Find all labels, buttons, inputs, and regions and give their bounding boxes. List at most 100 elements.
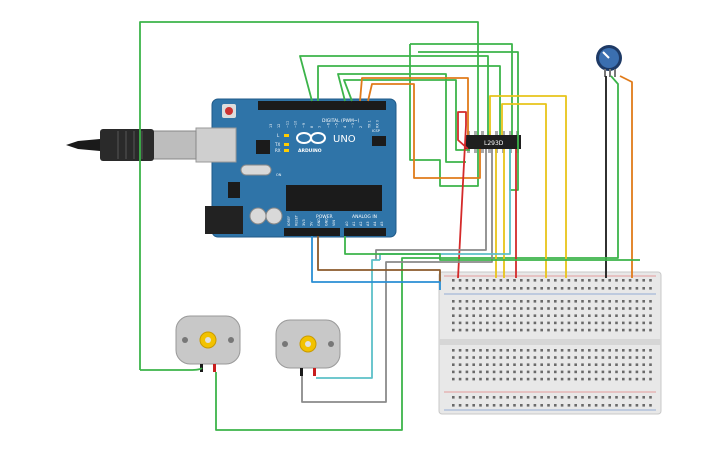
rail-hole[interactable] xyxy=(458,396,462,399)
terminal-hole[interactable] xyxy=(458,328,462,332)
terminal-hole[interactable] xyxy=(513,314,516,317)
terminal-hole[interactable] xyxy=(642,307,645,310)
breadboard-holes[interactable] xyxy=(452,279,652,407)
rail-hole[interactable] xyxy=(601,279,605,282)
terminal-hole[interactable] xyxy=(472,328,475,332)
terminal-hole[interactable] xyxy=(588,370,591,374)
terminal-hole[interactable] xyxy=(479,307,482,310)
terminal-hole[interactable] xyxy=(628,314,632,317)
wire-brown-gnd[interactable] xyxy=(317,236,441,282)
wire-red-vcc1[interactable] xyxy=(457,111,469,279)
terminal-hole[interactable] xyxy=(628,349,632,352)
wire-yellow-3[interactable] xyxy=(501,103,547,278)
terminal-hole[interactable] xyxy=(594,314,598,317)
terminal-hole[interactable] xyxy=(540,321,543,325)
terminal-hole[interactable] xyxy=(465,307,469,310)
terminal-hole[interactable] xyxy=(472,377,475,381)
terminal-hole[interactable] xyxy=(472,356,475,359)
rail-hole[interactable] xyxy=(560,279,564,282)
breadboard[interactable] xyxy=(438,271,662,415)
wire-green-main[interactable] xyxy=(139,21,479,370)
terminal-hole[interactable] xyxy=(465,328,469,332)
terminal-hole[interactable] xyxy=(479,363,482,366)
rail-hole[interactable] xyxy=(567,279,571,282)
terminal-hole[interactable] xyxy=(513,307,516,310)
terminal-hole[interactable] xyxy=(526,356,530,359)
wire-green-loop[interactable] xyxy=(409,44,479,187)
terminal-hole[interactable] xyxy=(520,370,523,374)
terminal-hole[interactable] xyxy=(465,300,469,303)
terminal-hole[interactable] xyxy=(567,321,571,325)
rail-hole[interactable] xyxy=(628,404,632,407)
terminal-hole[interactable] xyxy=(615,349,618,352)
terminal-hole[interactable] xyxy=(479,328,482,332)
terminal-hole[interactable] xyxy=(472,314,475,317)
terminal-hole[interactable] xyxy=(628,328,632,332)
digital-header[interactable] xyxy=(258,101,386,110)
wire-orange-d3[interactable] xyxy=(359,77,469,135)
terminal-hole[interactable] xyxy=(622,363,625,366)
terminal-hole[interactable] xyxy=(486,328,489,332)
rail-hole[interactable] xyxy=(635,404,639,407)
terminal-hole[interactable] xyxy=(479,321,482,325)
terminal-hole[interactable] xyxy=(594,321,598,325)
terminal-hole[interactable] xyxy=(560,328,564,332)
terminal-hole[interactable] xyxy=(492,328,496,332)
chip-pin[interactable] xyxy=(481,131,484,135)
terminal-hole[interactable] xyxy=(622,349,625,352)
terminal-hole[interactable] xyxy=(628,377,632,381)
terminal-hole[interactable] xyxy=(635,370,639,374)
terminal-hole[interactable] xyxy=(615,321,618,325)
terminal-hole[interactable] xyxy=(567,307,571,310)
terminal-hole[interactable] xyxy=(649,321,652,325)
terminal-hole[interactable] xyxy=(540,349,543,352)
terminal-hole[interactable] xyxy=(499,307,503,310)
terminal-hole[interactable] xyxy=(574,377,577,381)
terminal-hole[interactable] xyxy=(513,370,516,374)
terminal-hole[interactable] xyxy=(533,377,537,381)
terminal-hole[interactable] xyxy=(635,307,639,310)
rail-hole[interactable] xyxy=(452,404,455,407)
rail-hole[interactable] xyxy=(642,396,645,399)
terminal-hole[interactable] xyxy=(560,321,564,325)
rail-hole[interactable] xyxy=(479,287,482,290)
rail-hole[interactable] xyxy=(465,287,469,290)
rail-hole[interactable] xyxy=(506,279,509,282)
terminal-hole[interactable] xyxy=(540,300,543,303)
terminal-hole[interactable] xyxy=(547,377,550,381)
terminal-hole[interactable] xyxy=(547,370,550,374)
terminal-hole[interactable] xyxy=(526,328,530,332)
terminal-hole[interactable] xyxy=(486,377,489,381)
terminal-hole[interactable] xyxy=(622,356,625,359)
terminal-hole[interactable] xyxy=(506,300,509,303)
terminal-hole[interactable] xyxy=(642,363,645,366)
terminal-hole[interactable] xyxy=(452,307,455,310)
rail-hole[interactable] xyxy=(574,279,577,282)
wire-yellow-1[interactable] xyxy=(489,95,567,278)
terminal-hole[interactable] xyxy=(492,300,496,303)
terminal-hole[interactable] xyxy=(622,370,625,374)
rail-hole[interactable] xyxy=(560,396,564,399)
terminal-hole[interactable] xyxy=(465,314,469,317)
terminal-hole[interactable] xyxy=(615,377,618,381)
terminal-hole[interactable] xyxy=(520,356,523,359)
terminal-hole[interactable] xyxy=(547,307,550,310)
terminal-hole[interactable] xyxy=(547,314,550,317)
terminal-hole[interactable] xyxy=(492,356,496,359)
terminal-hole[interactable] xyxy=(526,349,530,352)
terminal-hole[interactable] xyxy=(581,328,584,332)
terminal-hole[interactable] xyxy=(458,370,462,374)
rail-hole[interactable] xyxy=(628,279,632,282)
wire-green-motor[interactable] xyxy=(140,367,203,371)
rail-hole[interactable] xyxy=(622,404,625,407)
terminal-hole[interactable] xyxy=(472,307,475,310)
terminal-hole[interactable] xyxy=(588,307,591,310)
terminal-hole[interactable] xyxy=(452,363,455,366)
rail-hole[interactable] xyxy=(594,396,598,399)
terminal-hole[interactable] xyxy=(506,349,509,352)
terminal-hole[interactable] xyxy=(594,356,598,359)
terminal-hole[interactable] xyxy=(560,307,564,310)
terminal-hole[interactable] xyxy=(492,377,496,381)
terminal-hole[interactable] xyxy=(567,363,571,366)
terminal-hole[interactable] xyxy=(458,363,462,366)
